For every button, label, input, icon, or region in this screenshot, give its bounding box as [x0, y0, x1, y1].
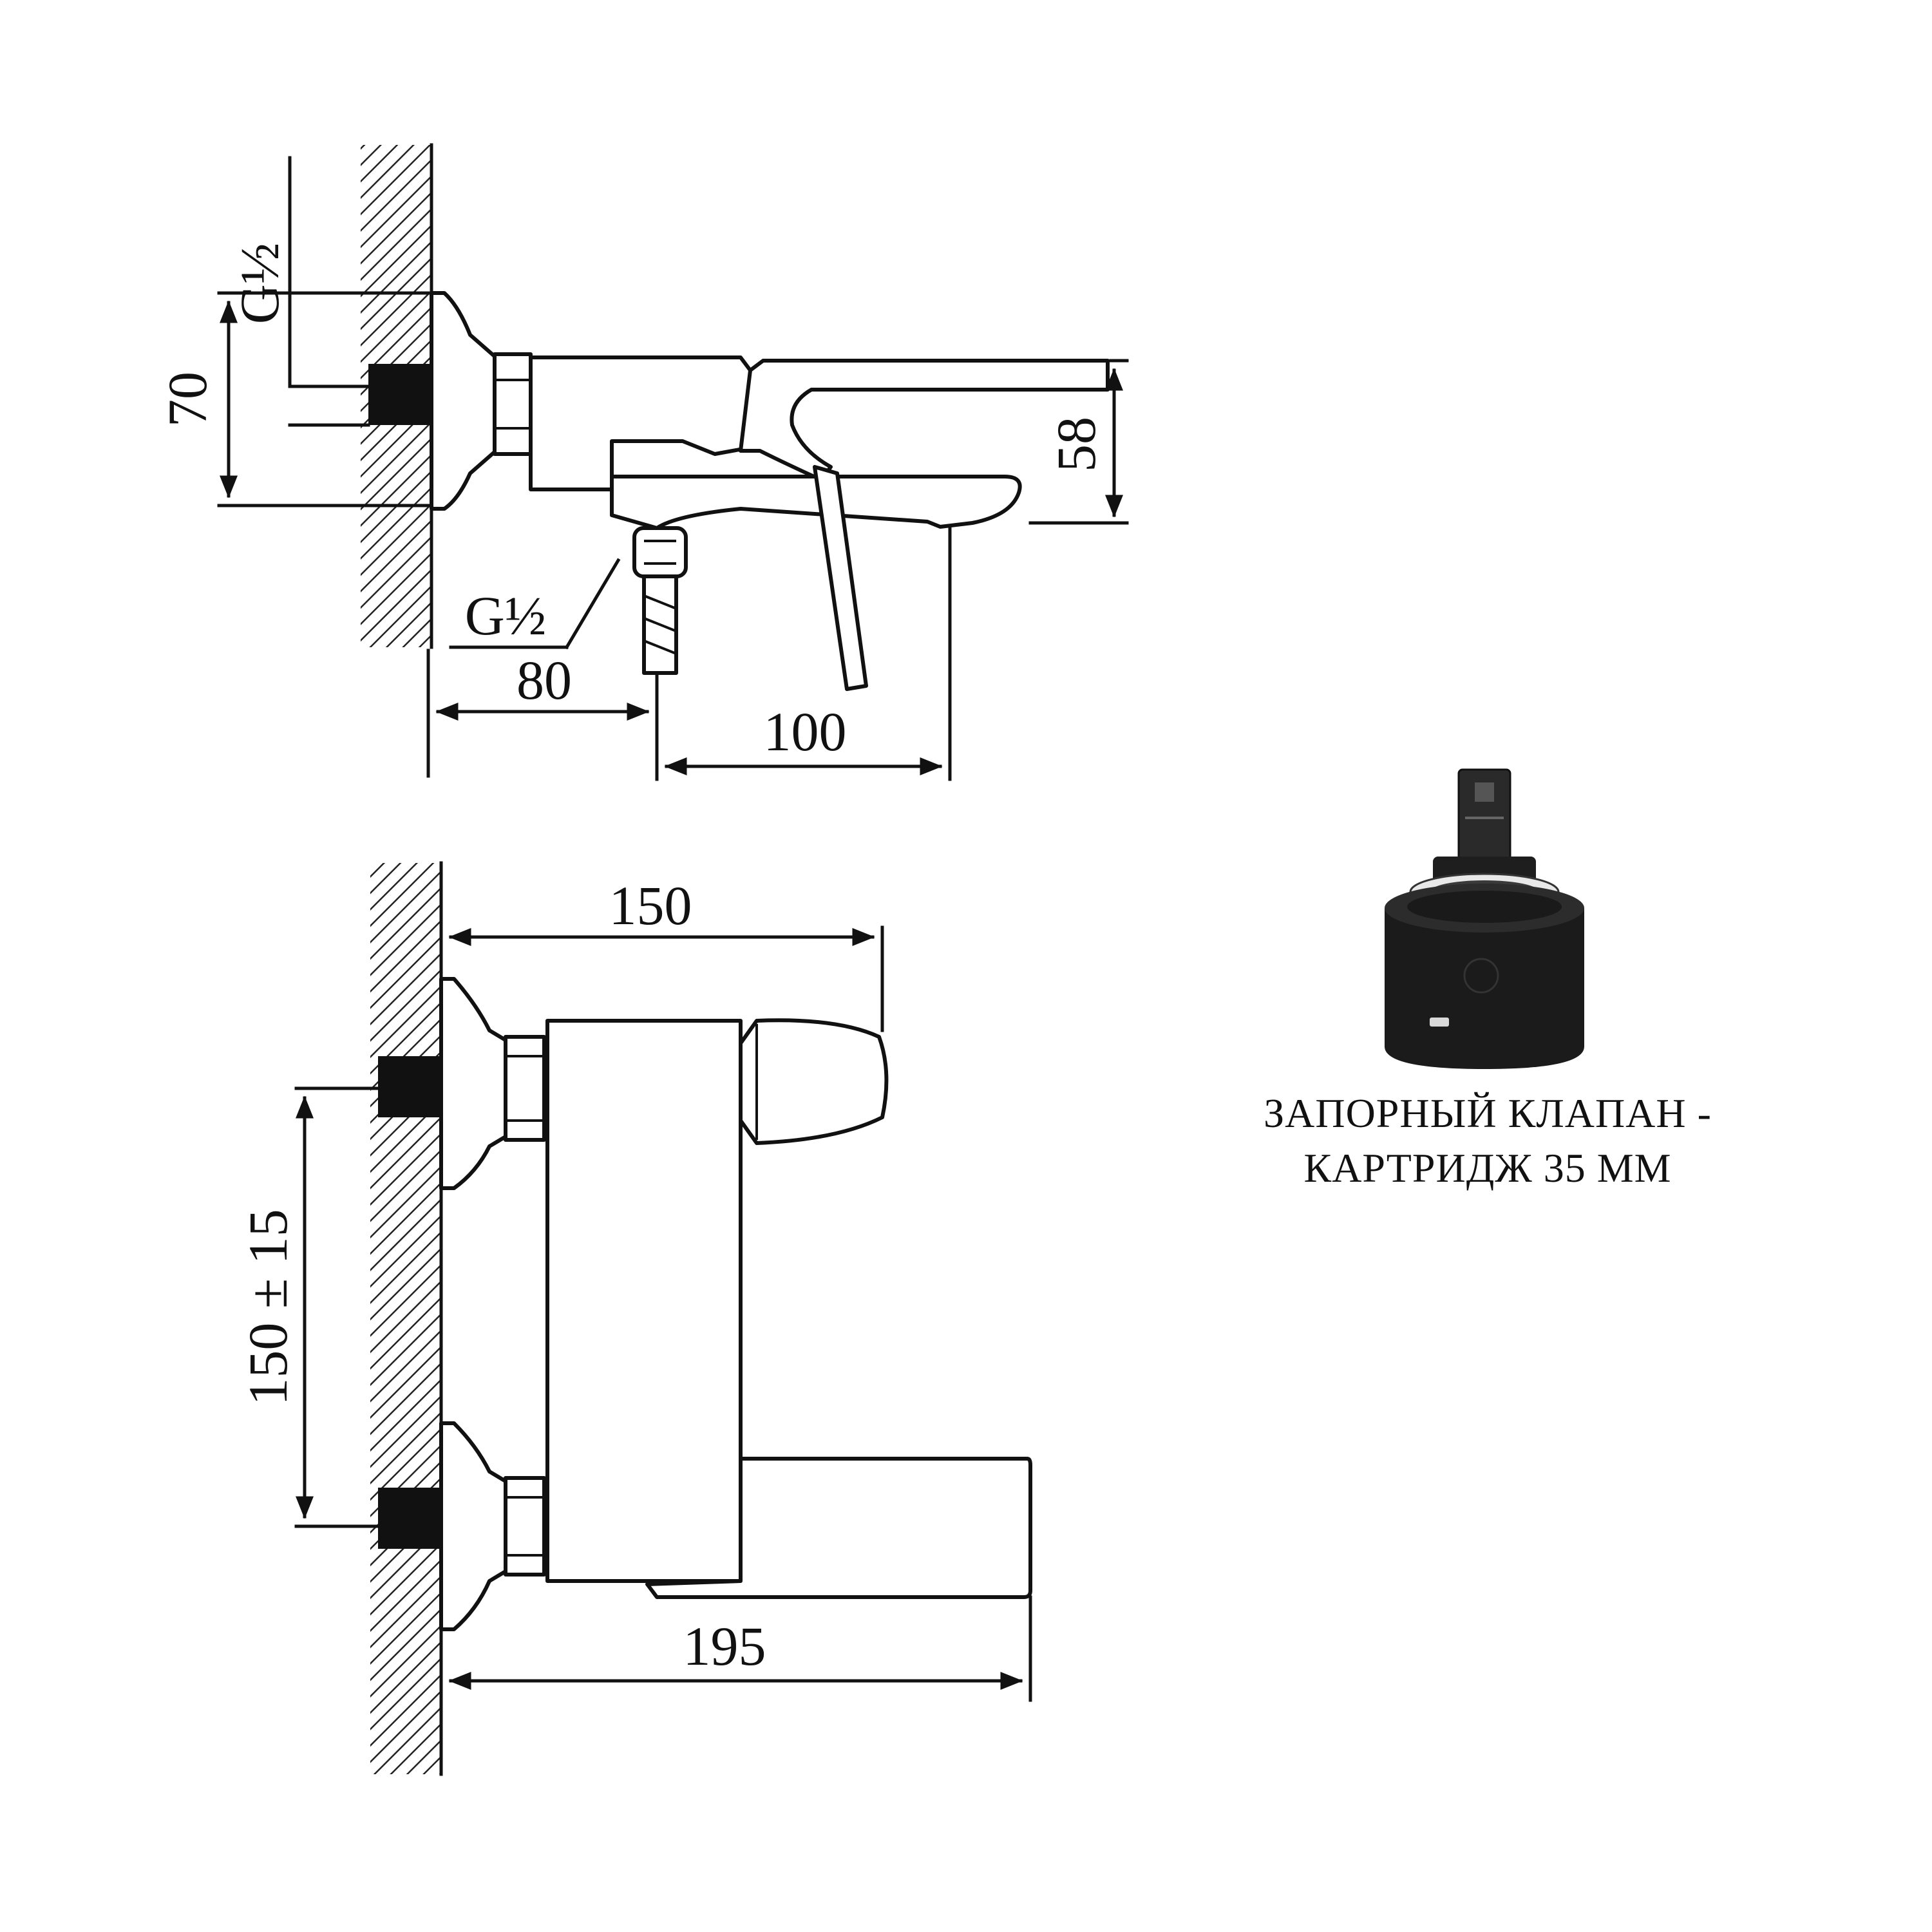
cartridge-image: ЗАПОРНЫЙ КЛАПАН - КАРТРИДЖ 35 ММ	[1264, 768, 1712, 1191]
hex-nut-lower	[504, 1476, 546, 1577]
dim-width-top: 150	[609, 875, 692, 936]
escutcheon-lower	[439, 1421, 507, 1631]
hex-nut-upper	[504, 1035, 546, 1142]
front-view: 150 150 ± 15 195	[237, 861, 1032, 1776]
dim-spout-length: 100	[764, 701, 847, 762]
spout-front	[645, 1457, 1032, 1599]
dim-thread-bottom: G½	[465, 585, 547, 647]
spout-side	[610, 475, 1022, 530]
dim-depth-outlet: 80	[516, 649, 572, 711]
side-view: G½ 70 58 G½ 80 100	[156, 143, 1129, 781]
cartridge-caption-line1: ЗАПОРНЫЙ КЛАПАН -	[1264, 1090, 1712, 1136]
dim-width-bottom: 195	[683, 1615, 766, 1677]
lever-rod	[813, 465, 868, 691]
lever-knob-front	[739, 1018, 889, 1145]
hex-nut-side	[493, 352, 533, 456]
dim-inlet-spacing: 150 ± 15	[237, 1209, 299, 1405]
inlet-upper	[378, 1056, 441, 1117]
dim-thread-top: G½	[229, 243, 290, 325]
cartridge-caption-line2: КАРТРИДЖ 35 ММ	[1304, 1145, 1672, 1191]
outlet-nut	[632, 526, 688, 578]
escutcheon-upper	[439, 977, 507, 1190]
wall-hatch-bottom	[370, 863, 441, 1774]
dim-height-left: 70	[156, 372, 218, 427]
cartridge-body	[1385, 908, 1584, 1069]
escutcheon-side	[430, 291, 498, 511]
inlet-pipe	[368, 364, 431, 425]
lever-side	[739, 359, 1110, 482]
dim-height-right: 58	[1045, 417, 1107, 472]
inlet-lower	[378, 1488, 441, 1549]
mixer-body-side	[529, 355, 752, 491]
mixer-body-front	[545, 1019, 743, 1583]
